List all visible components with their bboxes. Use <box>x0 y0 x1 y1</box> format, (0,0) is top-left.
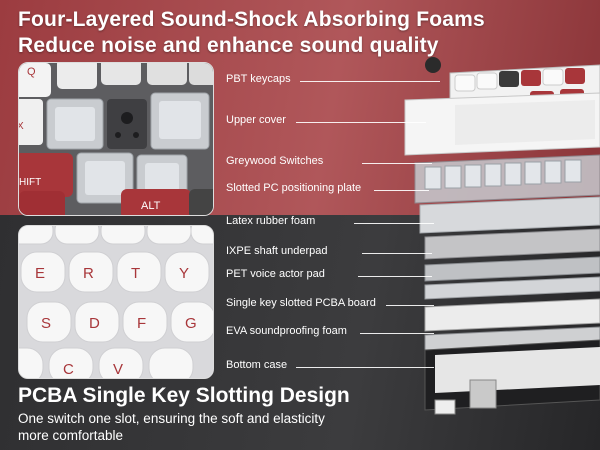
layer-ixpe-underpad <box>424 256 600 282</box>
key-label-d: D <box>89 315 100 332</box>
label-switches: Greywood Switches <box>226 155 324 167</box>
keycap-legend-photo: E R T Y S D F G C V <box>18 225 214 379</box>
label-positioning-plate: Slotted PC positioning plate <box>226 182 362 194</box>
key-label-x: X <box>19 121 24 132</box>
section-title: PCBA Single Key Slotting Design <box>18 384 350 407</box>
knob-icon <box>425 57 441 73</box>
label-pcba-board: Single key slotted PCBA board <box>226 297 376 309</box>
label-eva-foam: EVA soundproofing foam <box>226 325 347 337</box>
leader-line <box>362 253 432 254</box>
label-bottom-case: Bottom case <box>226 359 288 371</box>
leader-line <box>354 223 434 224</box>
label-ixpe-underpad: IXPE shaft underpad <box>226 245 328 257</box>
leader-line <box>300 81 440 82</box>
section-subtitle-line-2: more comfortable <box>18 428 124 443</box>
leader-line <box>386 305 434 306</box>
leader-line <box>296 122 426 123</box>
key-label-c: C <box>63 361 74 378</box>
key-label-t: T <box>131 265 140 282</box>
label-pet-pad: PET voice actor pad <box>226 268 325 280</box>
key-shift <box>19 153 73 197</box>
leader-line <box>374 190 429 191</box>
label-pbt-keycaps: PBT keycaps <box>226 73 291 85</box>
exploded-layer-diagram <box>395 55 600 450</box>
layer-pet-pad <box>424 276 600 300</box>
key-alt <box>121 189 191 215</box>
key-label-r: R <box>83 265 94 282</box>
layer-switches <box>414 154 600 204</box>
key-label-g: G <box>185 315 197 332</box>
key-label-f: F <box>137 315 146 332</box>
leader-line <box>362 163 432 164</box>
key-label-q: Q <box>27 66 36 78</box>
layer-pcba-board <box>424 298 600 332</box>
leader-line <box>296 367 434 368</box>
switch-closeup-photo: Q X HIFT ALT <box>18 62 214 216</box>
layer-latex-foam <box>424 228 600 260</box>
leader-line <box>360 333 434 334</box>
section-subtitle-line-1: One switch one slot, ensuring the soft a… <box>18 411 325 426</box>
key-label-s: S <box>41 315 51 332</box>
leader-line <box>358 276 432 277</box>
layer-positioning-plate <box>419 196 600 234</box>
key-label-shift: HIFT <box>19 177 41 188</box>
label-latex-foam: Latex rubber foam <box>226 215 316 227</box>
headline-line-1: Four-Layered Sound-Shock Absorbing Foams <box>18 8 485 31</box>
headline-line-2: Reduce noise and enhance sound quality <box>18 34 439 57</box>
key-label-v: V <box>113 361 123 378</box>
label-upper-cover: Upper cover <box>226 114 286 126</box>
key-q <box>19 63 51 97</box>
layer-bottom-case <box>424 339 600 415</box>
key-label-e: E <box>35 265 45 282</box>
key-label-alt: ALT <box>141 200 161 212</box>
key-label-y: Y <box>179 265 189 282</box>
